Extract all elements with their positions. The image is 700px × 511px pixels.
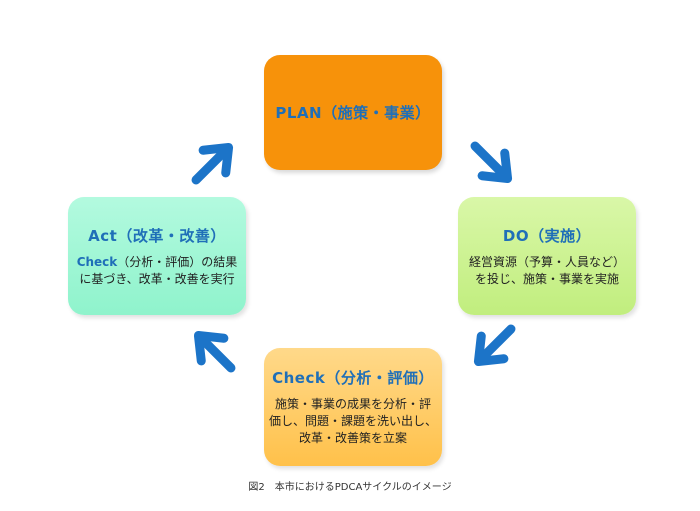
do-box: DO（実施） 経営資源（予算・人員など） を投じ、施策・事業を実施 — [458, 197, 636, 315]
plan-title: PLAN（施策・事業） — [275, 104, 431, 122]
do-description: 経営資源（予算・人員など） を投じ、施策・事業を実施 — [468, 254, 625, 286]
check-description: 施策・事業の成果を分析・評 価し、問題・課題を洗い出し、 改革・改善策を立案 — [268, 397, 437, 445]
do-title: DO（実施） — [502, 226, 592, 245]
arrow-check-to-act-icon — [193, 330, 236, 373]
act-box: Act（改革・改善） Check（分析・評価）の結果 に基づき、改革・改善を実行 — [68, 197, 246, 315]
arrow-plan-to-do-icon — [470, 141, 513, 184]
plan-box: PLAN（施策・事業） — [264, 55, 442, 170]
check-title: Check（分析・評価） — [272, 369, 434, 387]
act-title: Act（改革・改善） — [88, 226, 226, 245]
arrow-do-to-check-icon — [473, 324, 516, 367]
act-description-highlight: Check — [76, 254, 118, 269]
arrow-act-to-plan-icon — [191, 142, 234, 185]
figure-caption: 図2 本市におけるPDCAサイクルのイメージ — [248, 482, 452, 493]
act-description: Check（分析・評価）の結果 に基づき、改革・改善を実行 — [77, 254, 238, 288]
act-description-rest: （分析・評価）の結果 に基づき、改革・改善を実行 — [79, 254, 238, 286]
check-box: Check（分析・評価） 施策・事業の成果を分析・評 価し、問題・課題を洗い出し… — [264, 348, 442, 466]
